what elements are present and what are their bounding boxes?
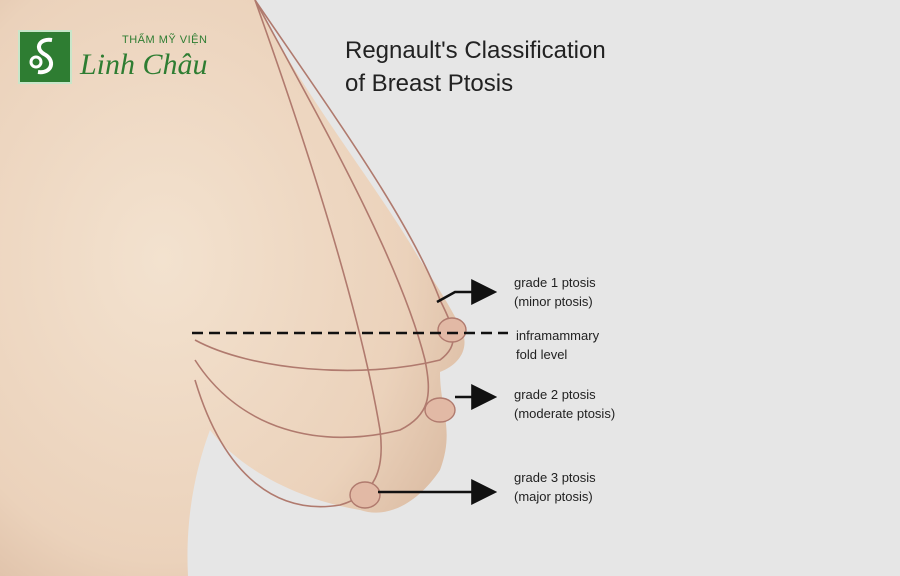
- torso-silhouette: [0, 0, 465, 576]
- nipple-grade3: [349, 481, 381, 509]
- fold-label-line1: inframammary: [516, 328, 600, 343]
- title-line-2: of Breast Ptosis: [345, 70, 514, 97]
- grade2-outline: [194, 0, 430, 439]
- nipple-grade1: [437, 317, 467, 343]
- grade2-label-line1: grade 2 ptosis: [514, 387, 596, 402]
- clinic-logo: THẨM MỸ VIỆN Linh Châu: [18, 30, 258, 90]
- logo-emblem-icon: [18, 30, 72, 84]
- grade3-outline: [194, 0, 382, 508]
- diagram-title: Regnault's Classification of Breast Ptos…: [345, 34, 606, 100]
- grade3-label: grade 3 ptosis (major ptosis): [514, 468, 596, 506]
- fold-label-line2: fold level: [516, 347, 568, 362]
- grade3-label-line2: (major ptosis): [514, 489, 593, 504]
- logo-s-mark-icon: [29, 37, 54, 75]
- fold-label: inframammary fold level: [516, 326, 599, 364]
- grade3-label-line1: grade 3 ptosis: [514, 470, 596, 485]
- logo-script-text: Linh Châu: [80, 48, 208, 81]
- grade1-label: grade 1 ptosis (minor ptosis): [514, 273, 596, 311]
- grade1-arrow: [436, 279, 498, 305]
- grade2-label: grade 2 ptosis (moderate ptosis): [514, 385, 615, 423]
- title-line-1: Regnault's Classification: [345, 37, 606, 64]
- nipple-grade2: [424, 397, 456, 423]
- grade1-label-line2: (minor ptosis): [514, 294, 593, 309]
- logo-top-text: THẨM MỸ VIỆN: [122, 34, 208, 46]
- grade1-label-line1: grade 1 ptosis: [514, 275, 596, 290]
- grade2-label-line2: (moderate ptosis): [514, 406, 616, 421]
